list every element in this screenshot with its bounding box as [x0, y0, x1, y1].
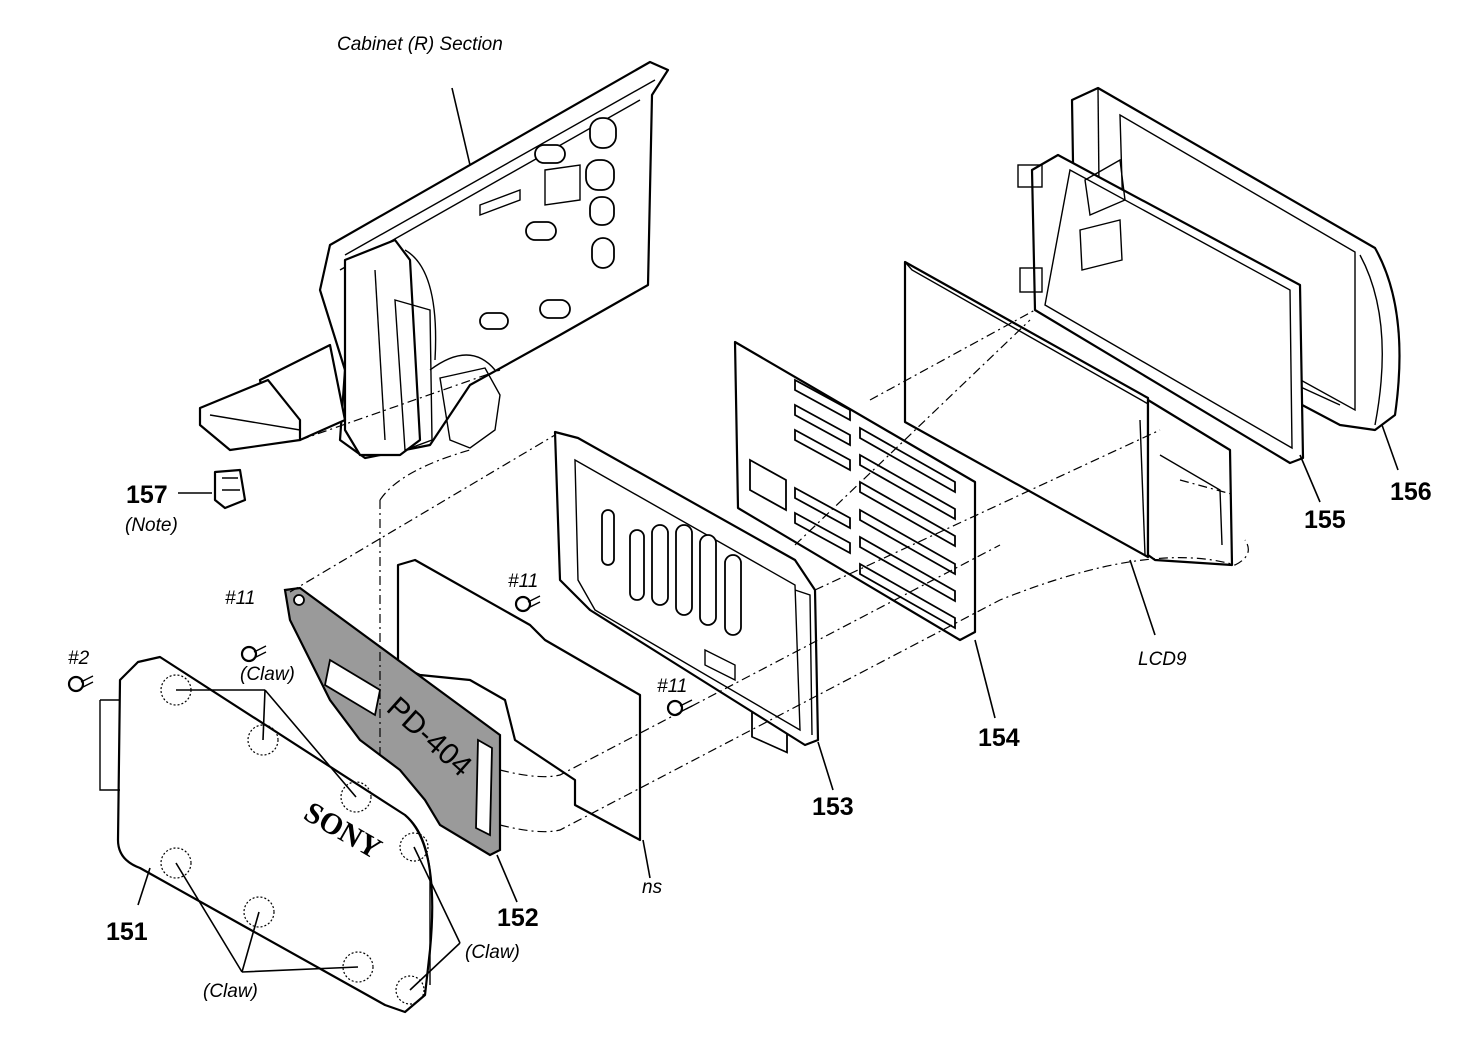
label-154: 154: [978, 724, 1020, 752]
label-151: 151: [106, 918, 148, 946]
label-ns: ns: [642, 877, 663, 898]
label-153: 153: [812, 793, 854, 821]
label-screw-2: #2: [68, 648, 90, 669]
label-155: 155: [1304, 506, 1346, 534]
label-152: 152: [497, 904, 539, 932]
cabinet-r-section: [198, 60, 670, 460]
label-156: 156: [1390, 478, 1432, 506]
part-152-pd404-board: [283, 586, 502, 857]
part-154-plate: [733, 340, 977, 754]
part-155-frame: [1017, 153, 1305, 465]
label-screw-11-b: #11: [508, 571, 538, 592]
leader-lines: [137, 87, 1399, 991]
lcd9-panel: [903, 260, 1234, 567]
label-lcd9: LCD9: [1138, 649, 1187, 670]
part-153-frame: [553, 430, 820, 747]
label-157: 157: [126, 481, 168, 509]
screw-2: [67, 675, 94, 693]
screw-11-middle: [514, 595, 541, 613]
part-157-clip: [213, 468, 247, 510]
alignment-lines: [99, 309, 1249, 833]
label-screw-11-a: #11: [225, 588, 255, 609]
label-claw-top: (Claw): [240, 664, 295, 685]
label-claw-right: (Claw): [465, 942, 520, 963]
label-note: (Note): [125, 515, 178, 536]
label-claw-bottom: (Claw): [203, 981, 258, 1002]
section-label: Cabinet (R) Section: [337, 34, 503, 55]
label-screw-11-c: #11: [657, 676, 687, 697]
screw-11-upper-left: [240, 645, 267, 663]
ns-sheet: [396, 558, 642, 842]
